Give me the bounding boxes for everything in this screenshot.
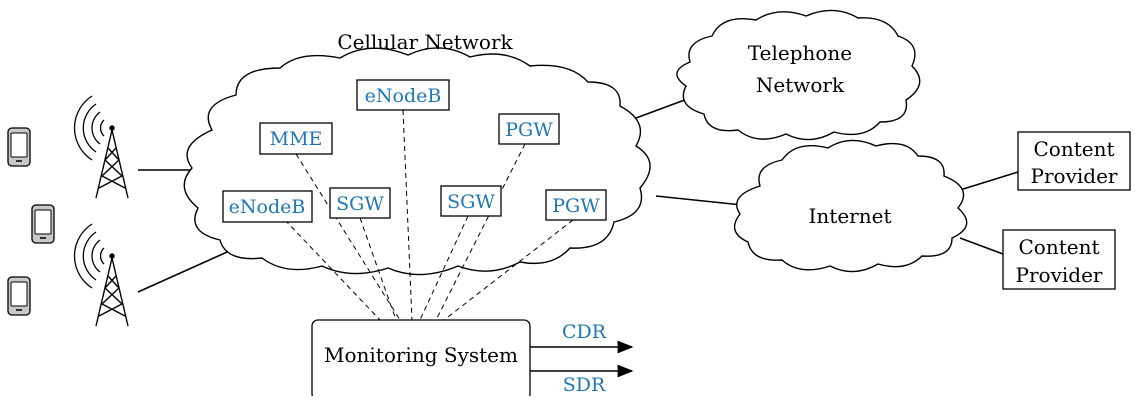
telephone-network-cloud: Telephone Network <box>676 9 921 141</box>
node-pgw-bottom: PGW <box>545 189 607 221</box>
internet-cloud: Internet <box>733 139 968 273</box>
node-pgw-bottom-label: PGW <box>552 195 600 217</box>
node-sgw-right-label: SGW <box>447 191 495 213</box>
internet-to-provider-bottom-link <box>959 237 1004 255</box>
content-provider-bottom-line2: Provider <box>1016 263 1103 287</box>
content-provider-top-line2: Provider <box>1031 164 1118 188</box>
node-pgw-top: PGW <box>498 113 560 145</box>
telephone-network-label-line1: Telephone <box>748 41 852 65</box>
sdr-output-label: SDR <box>563 374 606 396</box>
cdr-output-label: CDR <box>562 321 607 343</box>
node-sgw-left: SGW <box>329 187 391 219</box>
tap-enodeb-top <box>402 109 413 321</box>
cell-tower-icon <box>95 125 129 199</box>
node-enodeb-bottom: eNodeB <box>222 190 313 223</box>
radio-waves-icon <box>73 223 105 289</box>
cell-tower-bottom <box>73 223 129 327</box>
mobile-phone-icon <box>7 127 31 167</box>
node-mme-label: MME <box>270 128 323 150</box>
internet-label: Internet <box>809 204 892 228</box>
node-enodeb-bottom-label: eNodeB <box>229 196 306 218</box>
node-enodeb-top: eNodeB <box>356 79 450 111</box>
node-pgw-top-label: PGW <box>505 119 553 141</box>
monitoring-system-label: Monitoring System <box>324 343 518 367</box>
tap-sgw-left <box>359 217 397 321</box>
tap-enodeb-bottom <box>284 219 381 321</box>
cell-tower-icon <box>95 253 129 327</box>
cellular-network-title: Cellular Network <box>337 30 513 54</box>
internet-to-provider-top-link <box>959 171 1019 191</box>
node-sgw-right: SGW <box>440 185 502 217</box>
node-sgw-left-label: SGW <box>336 193 384 215</box>
content-provider-top: Content Provider <box>1017 131 1131 191</box>
content-provider-bottom: Content Provider <box>1002 229 1116 290</box>
monitoring-taps <box>284 109 574 321</box>
tap-mme <box>295 153 401 321</box>
mobile-phone-icon <box>31 204 55 244</box>
node-mme: MME <box>259 122 333 155</box>
node-enodeb-top-label: eNodeB <box>365 85 442 107</box>
mobile-phone-icon <box>7 276 31 316</box>
tap-pgw-bottom <box>443 219 574 321</box>
tap-pgw-top <box>435 143 526 321</box>
cellular-to-internet-link <box>655 195 743 206</box>
content-provider-bottom-line1: Content <box>1018 235 1099 259</box>
telephone-network-label-line2: Network <box>756 73 845 97</box>
tap-sgw-right <box>419 215 469 321</box>
monitoring-system: Monitoring System <box>311 319 531 401</box>
cell-tower-top <box>73 95 129 199</box>
radio-waves-icon <box>73 95 105 161</box>
content-provider-top-line1: Content <box>1033 137 1114 161</box>
cellular-network-cloud: Cellular Network <box>183 30 651 276</box>
cellular-to-telephone-link <box>635 97 691 119</box>
